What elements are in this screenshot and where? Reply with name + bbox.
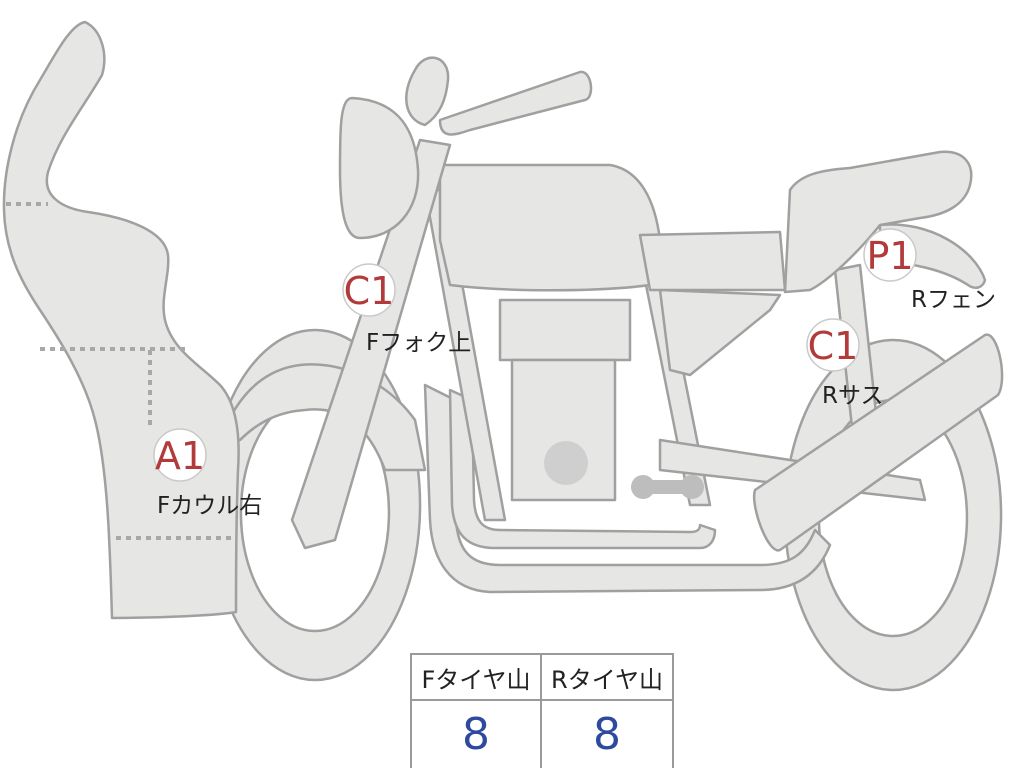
- marker-code: A1: [155, 434, 205, 478]
- fuel-tank: [438, 163, 662, 292]
- marker-rear-suspension[interactable]: C1 Rサス: [806, 318, 884, 409]
- side-cover: [658, 288, 782, 377]
- marker-front-cowl-right[interactable]: A1 Fカウル右: [153, 428, 262, 519]
- marker-circle: [342, 263, 396, 317]
- front-tire-value: 8: [412, 701, 542, 768]
- cowl-seams: [6, 202, 234, 540]
- marker-front-fork-upper[interactable]: C1 Fフォク上: [342, 263, 471, 356]
- footpeg: [631, 475, 704, 499]
- marker-rear-fender[interactable]: P1 Rフェン: [863, 228, 996, 313]
- marker-circle: [153, 428, 207, 482]
- marker-label: Fフォク上: [366, 330, 471, 356]
- marker-code: C1: [808, 324, 859, 368]
- frame-pipe-lower: [423, 383, 832, 594]
- marker-label: Rサス: [822, 383, 884, 409]
- front-tire-header: Fタイヤ山: [412, 655, 542, 701]
- marker-code: P1: [866, 234, 913, 278]
- marker-circle: [806, 318, 860, 372]
- rear-tire-value: 8: [593, 709, 621, 760]
- seat-front: [638, 230, 787, 292]
- headlight: [338, 96, 420, 240]
- mirror: [405, 56, 450, 127]
- frame-downtube: [423, 188, 507, 522]
- muffler: [752, 333, 1004, 552]
- marker-code: C1: [344, 269, 395, 313]
- engine: [498, 298, 632, 502]
- handlebar: [438, 70, 593, 136]
- tire-tread-table: Fタイヤ山 Rタイヤ山 8 8: [410, 653, 674, 768]
- seat-rear: [783, 150, 973, 294]
- frame-pipe-upper: [448, 388, 717, 550]
- marker-circle: [863, 228, 917, 282]
- marker-label: Rフェン: [911, 287, 996, 313]
- rear-tire-header: Rタイヤ山: [542, 655, 672, 701]
- front-fork: [290, 138, 452, 550]
- marker-label: Fカウル右: [157, 493, 262, 519]
- front-cowl: [2, 20, 240, 620]
